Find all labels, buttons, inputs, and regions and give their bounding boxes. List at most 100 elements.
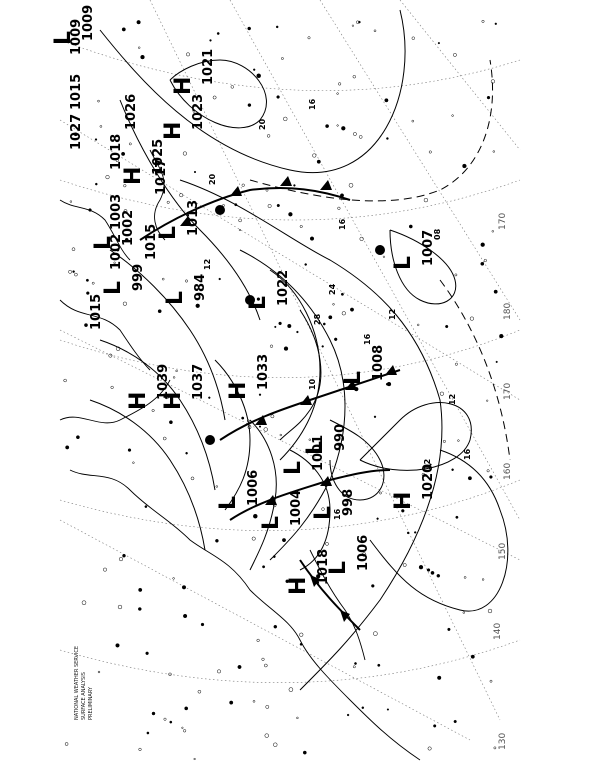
- station-marker: [354, 386, 359, 392]
- station-marker: [124, 237, 129, 242]
- station-marker: [209, 39, 212, 42]
- station-marker: [361, 552, 367, 557]
- station-marker: [68, 269, 72, 274]
- high-pressure-value: 1039: [156, 364, 171, 400]
- station-marker: [328, 315, 333, 320]
- station-marker: [414, 531, 417, 534]
- high-pressure-center: H: [126, 392, 151, 410]
- station-marker: [411, 36, 415, 40]
- station-marker: [411, 119, 415, 123]
- isobar-value: 12: [388, 309, 397, 320]
- station-marker: [325, 542, 329, 546]
- station-marker: [462, 163, 467, 169]
- station-marker: [168, 672, 172, 676]
- station-marker: [293, 184, 296, 187]
- high-pressure-center: H: [226, 382, 251, 400]
- edge-pressure-label: 1027: [69, 114, 84, 150]
- station-marker: [151, 409, 155, 412]
- station-marker: [122, 301, 127, 306]
- station-marker: [192, 110, 196, 113]
- station-marker: [338, 82, 342, 86]
- station-marker: [136, 20, 141, 25]
- station-marker: [489, 475, 493, 479]
- station-marker: [115, 346, 121, 351]
- edge-pressure-label: 1003: [109, 194, 124, 230]
- station-marker: [322, 322, 326, 326]
- caption-line-2: SURFACE ANALYSIS: [81, 672, 87, 720]
- station-marker: [418, 565, 424, 570]
- station-marker: [312, 153, 317, 158]
- station-marker: [84, 323, 88, 327]
- station-marker: [427, 746, 432, 751]
- station-marker: [371, 584, 375, 588]
- station-marker: [492, 150, 495, 153]
- station-marker: [299, 632, 304, 637]
- longitude-label: 170: [503, 383, 513, 400]
- edge-pressure-label: 1015: [89, 294, 104, 330]
- low-pressure-center: L: [156, 226, 181, 240]
- station-marker: [208, 396, 211, 399]
- station-marker: [94, 138, 98, 141]
- longitude-label: 180: [503, 303, 513, 320]
- edge-pressure-label: 1015: [69, 74, 84, 110]
- station-marker: [299, 642, 303, 646]
- station-marker: [190, 476, 195, 481]
- station-marker: [247, 103, 252, 107]
- station-marker: [266, 134, 271, 138]
- station-marker: [406, 531, 410, 535]
- station-marker: [309, 236, 315, 241]
- station-marker: [454, 273, 458, 277]
- station-marker: [262, 565, 266, 569]
- caption-line-1: NATIONAL WEATHER SERVICE: [74, 646, 80, 720]
- station-marker: [261, 657, 265, 661]
- station-marker: [123, 209, 128, 213]
- low-pressure-center: L: [91, 236, 116, 250]
- low-pressure-value: 984: [193, 274, 208, 301]
- station-marker: [123, 184, 127, 188]
- low-pressure-center: L: [216, 496, 241, 510]
- station-marker: [401, 509, 405, 513]
- high-pressure-center: H: [161, 392, 186, 410]
- isobar-value: 20: [258, 118, 267, 130]
- high-pressure-center: H: [161, 122, 186, 140]
- station-marker: [118, 557, 124, 562]
- station-marker: [356, 20, 360, 24]
- station-marker: [481, 578, 485, 581]
- station-marker: [71, 247, 76, 251]
- station-marker: [115, 159, 119, 163]
- low-pressure-value: 1013: [186, 200, 201, 236]
- station-marker: [229, 700, 234, 705]
- station-marker: [386, 708, 389, 711]
- station-marker: [463, 576, 467, 579]
- station-marker: [169, 420, 173, 425]
- high-pressure-value: 1033: [256, 354, 271, 390]
- isobar-value: 12: [448, 394, 457, 405]
- station-marker: [447, 627, 451, 631]
- longitude-label: 160: [503, 463, 513, 480]
- station-marker: [336, 92, 339, 95]
- station-marker: [358, 135, 363, 139]
- weather-chart-frame: [60, 0, 520, 768]
- station-marker: [423, 197, 429, 203]
- station-marker: [103, 567, 107, 572]
- station-marker: [480, 261, 485, 266]
- station-marker: [483, 258, 487, 263]
- station-marker: [216, 32, 220, 35]
- edge-pressure-label: 1018: [109, 134, 124, 170]
- station-marker: [296, 330, 299, 334]
- longitude-label: 130: [498, 733, 508, 750]
- isobar-value: 16: [333, 508, 342, 520]
- isobar-value: 12: [203, 259, 212, 270]
- station-marker: [170, 404, 174, 408]
- station-marker: [121, 27, 126, 32]
- station-marker: [256, 73, 261, 79]
- station-marker: [377, 663, 381, 667]
- isobar-value: 16: [463, 448, 472, 460]
- station-marker: [181, 585, 187, 590]
- station-marker: [296, 716, 299, 720]
- station-marker: [451, 468, 454, 471]
- caption-block: NATIONAL WEATHER SERVICE SURFACE ANALYSI…: [74, 646, 94, 720]
- station-marker: [486, 95, 491, 100]
- low-pressure-center: L: [246, 296, 271, 310]
